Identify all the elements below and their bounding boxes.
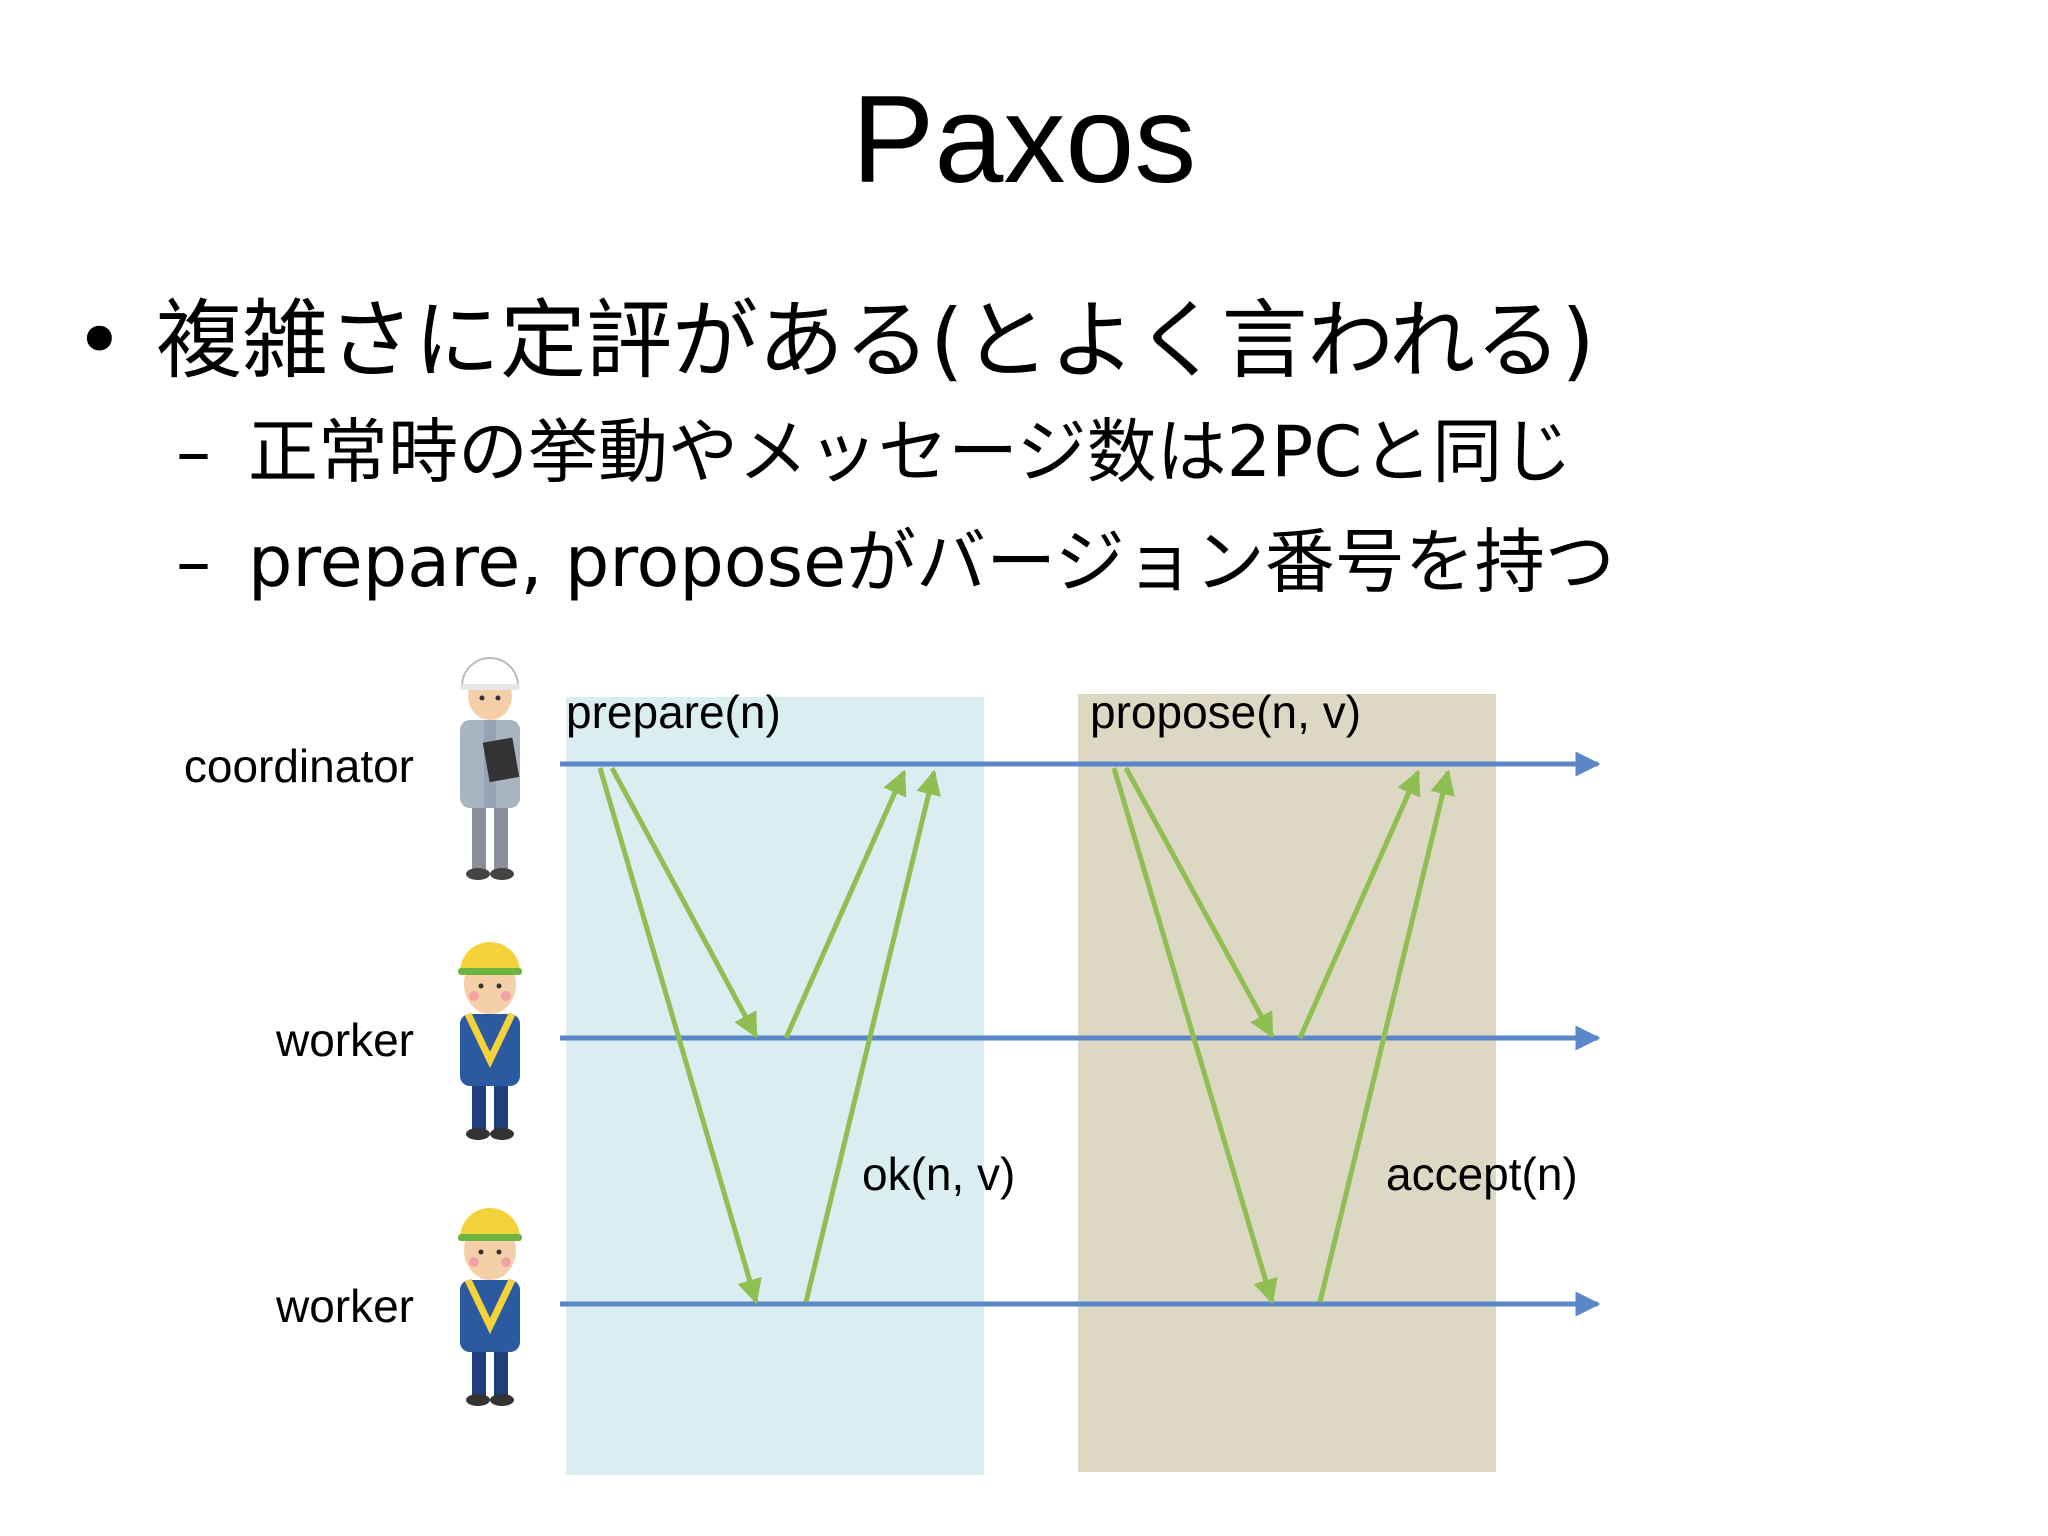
prepare-phase-background xyxy=(566,697,984,1475)
worker-1-label: worker xyxy=(275,1014,414,1066)
worker-1-figure xyxy=(458,942,522,1140)
accept-message-label: accept(n) xyxy=(1386,1148,1578,1200)
worker-2-figure xyxy=(458,1208,522,1406)
propose-message-label: propose(n, v) xyxy=(1090,686,1361,738)
coordinator-label: coordinator xyxy=(184,740,414,792)
worker-2-label: worker xyxy=(275,1280,414,1332)
ok-message-label: ok(n, v) xyxy=(862,1148,1015,1200)
prepare-message-label: prepare(n) xyxy=(566,686,781,738)
coordinator-figure xyxy=(460,658,520,880)
propose-phase-background xyxy=(1078,694,1496,1472)
